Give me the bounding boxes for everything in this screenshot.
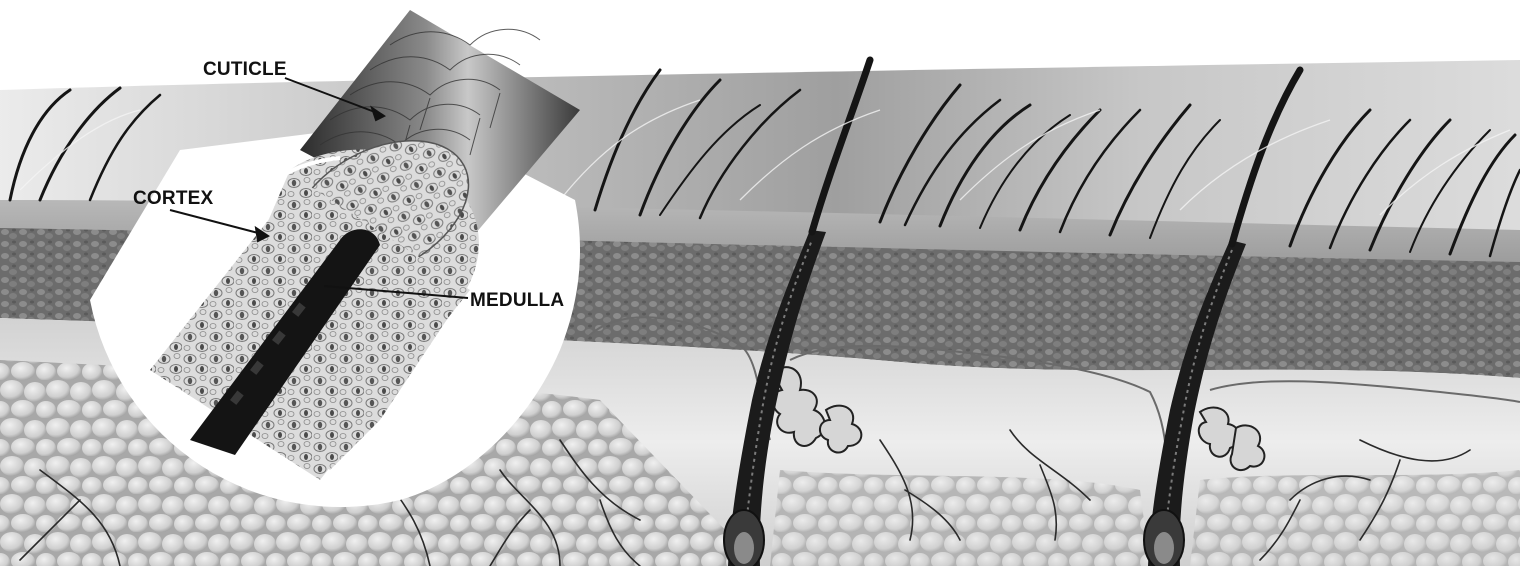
label-cuticle: CUTICLE bbox=[203, 59, 287, 80]
subcutaneous-fat-right bbox=[770, 470, 1150, 566]
subcutaneous-fat-far-right bbox=[1190, 470, 1520, 566]
label-medulla: MEDULLA bbox=[470, 290, 564, 311]
label-cortex: CORTEX bbox=[133, 188, 213, 209]
